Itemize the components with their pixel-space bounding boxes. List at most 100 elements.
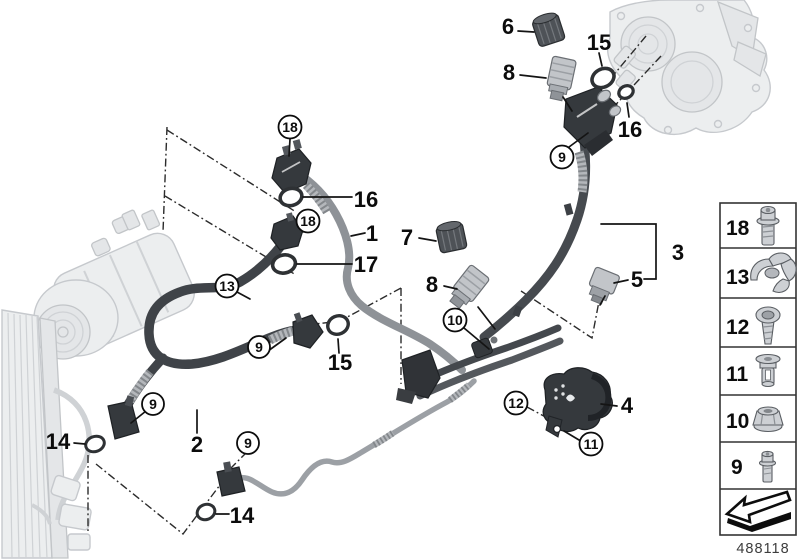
callout-circled-12[interactable]: 12 <box>503 390 529 416</box>
callout-circled-9-topright[interactable]: 9 <box>549 144 575 170</box>
legend-number-9: 9 <box>731 456 743 479</box>
manifold-foot <box>396 388 416 404</box>
svg-text:10: 10 <box>447 312 463 328</box>
o-ring-17 <box>270 253 298 275</box>
callout-16-mid[interactable]: 16 <box>354 187 378 212</box>
callout-1[interactable]: 1 <box>366 221 378 246</box>
callout-circled-18-mid[interactable]: 18 <box>295 208 321 234</box>
sensor-port-stud <box>512 305 523 318</box>
legend-row-12[interactable]: 12 <box>726 306 781 345</box>
direction-arrow-icon <box>724 490 792 532</box>
svg-text:9: 9 <box>244 435 252 451</box>
hose-2-collar-braid <box>267 326 295 345</box>
o-ring-15-mid <box>326 314 350 336</box>
hose-4-braid2-ribs <box>448 382 472 403</box>
hose-4 <box>230 378 477 497</box>
callout-6[interactable]: 6 <box>502 14 514 39</box>
callout-circled-13[interactable]: 13 <box>214 273 240 299</box>
reference-line <box>230 451 248 469</box>
legend-row-13[interactable]: 13 <box>726 252 797 293</box>
manifold-tube-b <box>416 337 564 400</box>
legend-number-18: 18 <box>726 217 750 240</box>
hose-3-braid-ribs <box>574 150 588 193</box>
manifold-end-bracket <box>401 349 441 399</box>
legend-number-11: 11 <box>726 363 749 386</box>
condenser-fitting-left <box>107 400 140 440</box>
callout-circled-9-bottom[interactable]: 9 <box>236 431 260 455</box>
legend-row-9[interactable]: 9 <box>731 450 777 483</box>
callout-circled-10[interactable]: 10 <box>442 307 468 333</box>
callout-circled-9-loop[interactable]: 9 <box>247 335 271 359</box>
callouts-circled: 18 18 13 9 9 9 9 10 <box>141 114 604 457</box>
leader-line <box>517 30 535 33</box>
clamp-10-stud <box>490 336 498 344</box>
svg-text:9: 9 <box>255 339 263 355</box>
o-ring-16-top <box>617 84 635 100</box>
reference-line <box>607 55 662 114</box>
hex-bolt-icon <box>758 450 777 483</box>
reference-line <box>166 129 297 213</box>
expansion-nut-icon <box>755 353 781 388</box>
leader-line <box>613 279 629 284</box>
legend-table: 18 13 12 <box>719 202 797 536</box>
svg-text:18: 18 <box>282 119 298 135</box>
leader-line <box>562 96 573 112</box>
callout-15-top[interactable]: 15 <box>587 30 611 55</box>
svg-text:18: 18 <box>300 213 316 229</box>
callout-2[interactable]: 2 <box>191 432 203 457</box>
hose-4-braid-ribs <box>372 430 395 448</box>
callout-8-top[interactable]: 8 <box>503 60 515 85</box>
callout-5[interactable]: 5 <box>631 267 643 292</box>
leader-line <box>477 306 496 330</box>
leader-line <box>626 102 630 118</box>
compressor-ghost <box>33 209 195 360</box>
engine-mount-ghost <box>606 0 771 135</box>
callout-4[interactable]: 4 <box>621 393 634 418</box>
svg-text:9: 9 <box>558 149 566 165</box>
leader-line <box>599 295 606 306</box>
leader-line <box>519 74 547 79</box>
callout-17[interactable]: 17 <box>354 252 378 277</box>
callout-3[interactable]: 3 <box>672 240 684 265</box>
legend-row-11[interactable]: 11 <box>726 353 781 388</box>
legend-row-10[interactable]: 10 <box>726 406 784 433</box>
reference-line <box>162 126 168 233</box>
callout-15-mid[interactable]: 15 <box>328 350 352 375</box>
leader-line <box>563 430 580 441</box>
callout-circled-9-left[interactable]: 9 <box>141 392 165 416</box>
port-stub <box>608 105 622 117</box>
sealing-cap-7 <box>435 221 468 254</box>
svg-text:13: 13 <box>219 278 235 294</box>
leader-line <box>443 285 458 290</box>
flange-bolt-icon <box>756 205 780 246</box>
legend-footer <box>724 490 792 532</box>
svg-text:9: 9 <box>149 396 157 412</box>
holder-connector-18a <box>271 148 312 194</box>
port-stub <box>596 89 612 103</box>
callout-circled-18-top[interactable]: 18 <box>277 114 303 140</box>
clamp-4-screw-hole <box>552 424 562 434</box>
callout-14-bottom[interactable]: 14 <box>230 503 255 528</box>
fittings <box>107 12 622 497</box>
callout-7[interactable]: 7 <box>401 225 413 250</box>
leader-line <box>267 337 287 352</box>
washer-head-screw-icon <box>755 306 781 345</box>
callout-8-mid[interactable]: 8 <box>426 272 438 297</box>
reference-line <box>95 463 227 535</box>
hose-4-braid <box>372 430 395 448</box>
leader-line <box>463 327 490 350</box>
callout-circled-11[interactable]: 11 <box>578 431 604 457</box>
service-valve-8a <box>546 55 577 102</box>
leader-line <box>568 132 589 148</box>
legend-row-18[interactable]: 18 <box>726 205 780 246</box>
flange-nut-icon <box>752 406 784 433</box>
reference-line <box>520 290 601 340</box>
leader-line <box>598 52 603 67</box>
callout-14-left[interactable]: 14 <box>46 429 71 454</box>
holder-clamp-4 <box>542 367 613 438</box>
service-valve-8b <box>449 264 490 310</box>
callout-16-top[interactable]: 16 <box>618 117 642 142</box>
hose-3 <box>479 101 591 342</box>
o-ring-16-mid <box>278 186 304 208</box>
